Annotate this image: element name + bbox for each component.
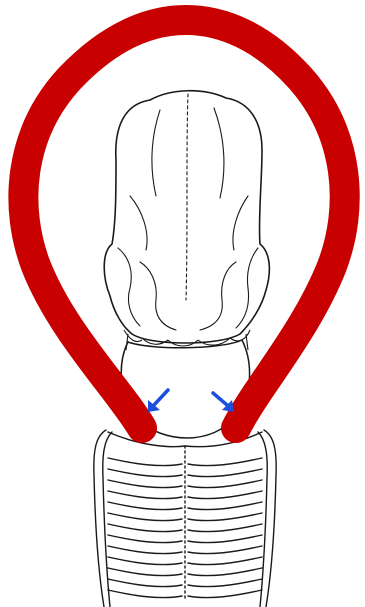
rib-left [108, 579, 182, 587]
rib-left [108, 502, 182, 510]
rib-right [188, 535, 262, 543]
rib-left [108, 546, 182, 554]
rib-left [108, 557, 182, 565]
rib-left [108, 491, 182, 499]
head [104, 91, 269, 343]
rib-right [188, 546, 262, 554]
rib-left [108, 524, 182, 532]
rib-right [188, 513, 262, 521]
rib-right [188, 469, 262, 477]
rib-right [188, 458, 262, 466]
rib-right [188, 502, 262, 510]
rib-left [108, 568, 182, 576]
rib-left [108, 513, 182, 521]
rib-left [108, 535, 182, 543]
rib-right [188, 557, 262, 565]
rib-right [188, 491, 262, 499]
rib-right [188, 480, 262, 488]
rib-left [108, 480, 182, 488]
rib-left [108, 458, 182, 466]
rib-right [188, 568, 262, 576]
rib-cage [94, 430, 276, 607]
rib-right [188, 590, 262, 598]
rib-right [188, 579, 262, 587]
rib-left [108, 469, 182, 477]
rib-left [108, 590, 182, 598]
rib-right [188, 524, 262, 532]
